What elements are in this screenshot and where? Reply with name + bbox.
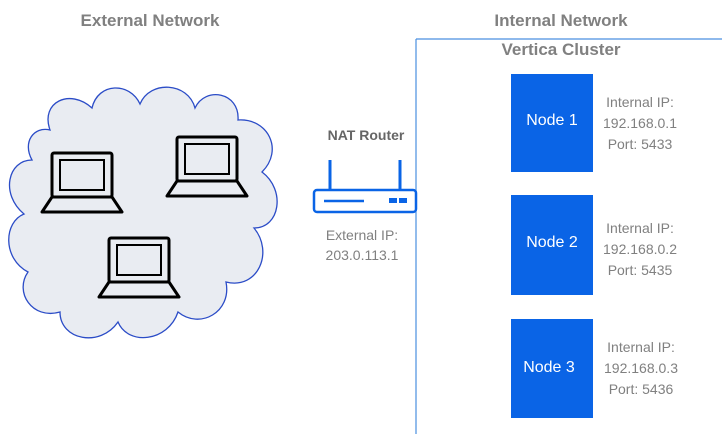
node-name: Node 2 (526, 234, 578, 251)
cluster-node: Node 2 Internal IP: 192.168.0.2 Port: 54… (511, 195, 677, 295)
laptop-icon (97, 236, 181, 299)
cluster-node: Node 3 Internal IP: 192.168.0.3 Port: 54… (511, 319, 678, 418)
router-icon (312, 160, 418, 214)
node-ip: 192.168.0.3 (604, 360, 678, 376)
node-ip: 192.168.0.1 (603, 115, 677, 131)
node-ip-label: Internal IP: (606, 220, 674, 236)
laptop-icon (40, 151, 124, 214)
router-ip-label: External IP: (326, 227, 398, 243)
node-port: Port: 5436 (609, 381, 674, 397)
node-port: Port: 5433 (608, 136, 673, 152)
router-ip-value: 203.0.113.1 (326, 247, 399, 263)
node-name: Node 3 (523, 359, 575, 376)
node-ip-label: Internal IP: (607, 339, 675, 355)
cluster-node: Node 1 Internal IP: 192.168.0.1 Port: 54… (511, 74, 677, 172)
node-port: Port: 5435 (608, 262, 673, 278)
node-ip: 192.168.0.2 (603, 241, 677, 257)
internal-network-boundary (415, 38, 722, 434)
external-cloud (8, 86, 278, 339)
node-name: Node 1 (526, 112, 578, 129)
laptop-icon (165, 135, 249, 198)
internal-network-title: Internal Network (494, 11, 628, 30)
node-box (511, 74, 593, 172)
external-network-title: External Network (81, 11, 220, 30)
node-ip-label: Internal IP: (606, 94, 674, 110)
vertica-cluster-title: Vertica Cluster (501, 40, 620, 59)
node-box (511, 319, 593, 418)
node-box (511, 195, 593, 295)
router-title: NAT Router (328, 127, 405, 143)
